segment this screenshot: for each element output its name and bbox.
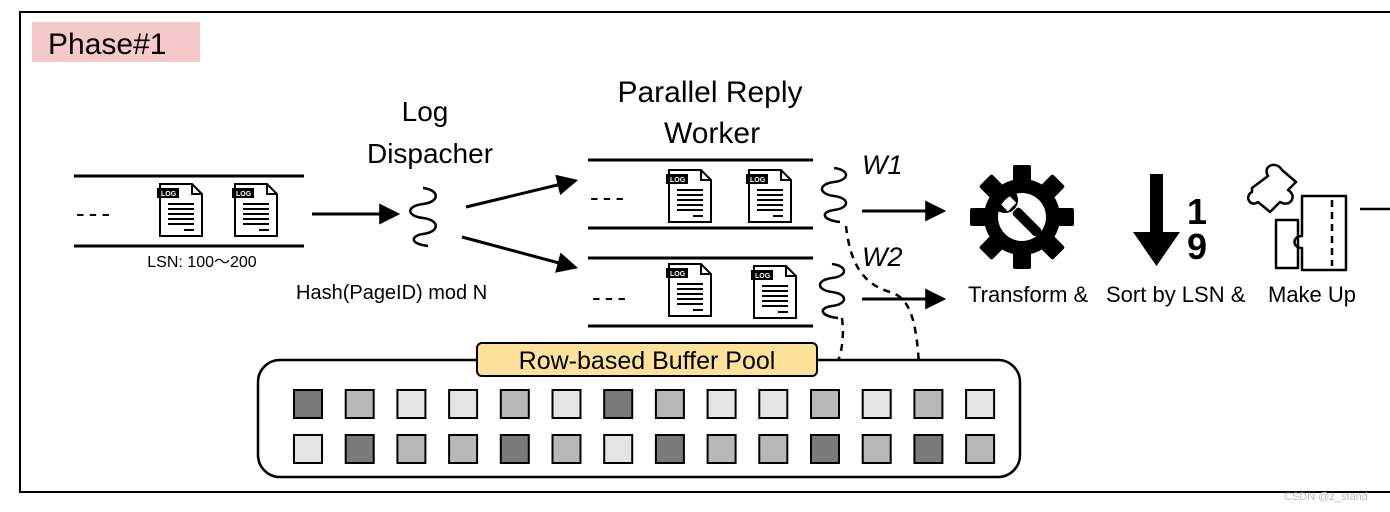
gear-wrench-icon	[970, 165, 1074, 269]
buffer-page-cell	[603, 434, 634, 464]
log-document-icon: LOG	[750, 265, 797, 319]
w1-label: W1	[862, 150, 903, 180]
log-doc-tag: LOG	[236, 191, 252, 198]
dispatcher-title-line1: Log	[402, 96, 449, 127]
buffer-page-cell	[810, 389, 840, 419]
log-document-icon: LOG	[156, 183, 203, 237]
arrow-to-worker-1	[465, 174, 579, 209]
log-doc-tag: LOG	[755, 273, 771, 280]
buffer-pool: Row-based Buffer Pool	[256, 342, 1022, 479]
dashed-arrow-w1-to-buffer	[844, 225, 928, 391]
log-document-icon: LOG	[231, 183, 278, 237]
worker-2-thread-icon	[818, 262, 846, 320]
worker-lane-2-ellipsis: ---	[592, 282, 630, 312]
buffer-page-cell	[396, 389, 427, 419]
workers-title-line2: Worker	[664, 117, 760, 150]
worker-lane-1-ellipsis: ---	[590, 182, 628, 212]
buffer-page-cell	[654, 389, 685, 419]
buffer-page-cell	[551, 389, 582, 419]
phase-frame	[19, 11, 1390, 493]
sort-descending-icon: 1 9	[1133, 174, 1207, 267]
buffer-pool-row-1	[293, 389, 996, 419]
log-doc-tag: LOG	[750, 177, 766, 184]
buffer-page-cell	[551, 434, 582, 464]
w2-label: W2	[862, 242, 903, 272]
worker-lane-1: --- LOG LOG	[588, 158, 813, 230]
workers-title-line1: Parallel Reply	[617, 76, 802, 109]
sort-bottom-digit: 9	[1187, 226, 1207, 267]
buffer-page-cell	[448, 434, 479, 464]
buffer-page-cell	[396, 434, 427, 464]
log-doc-tag: LOG	[670, 271, 686, 278]
dispatcher-thread-icon	[409, 186, 437, 248]
phase-badge: Phase#1	[32, 22, 200, 62]
buffer-page-cell	[965, 434, 996, 464]
log-document-icon: LOG	[665, 263, 712, 317]
log-doc-tag: LOG	[161, 191, 177, 198]
transform-label: Transform &	[968, 282, 1089, 307]
hash-label: Hash(PageID) mod N	[296, 282, 487, 304]
buffer-page-cell	[913, 434, 944, 464]
buffer-page-cell	[810, 434, 840, 464]
buffer-pool-row-2	[293, 434, 996, 464]
buffer-page-cell	[499, 389, 530, 419]
buffer-page-cell	[861, 389, 892, 419]
phase-badge-bg	[32, 22, 200, 62]
buffer-page-cell	[913, 389, 944, 419]
buffer-page-cell	[293, 434, 323, 464]
buffer-page-cell	[861, 434, 892, 464]
buffer-pool-title: Row-based Buffer Pool	[519, 347, 776, 375]
buffer-pool-title-bg	[476, 342, 818, 377]
log-stream: --- LOG LOG LSN: 100～200	[74, 174, 304, 271]
buffer-page-cell	[654, 434, 685, 464]
puzzle-pieces-icon	[1247, 163, 1348, 272]
dispatcher-title-line2: Dispacher	[367, 138, 493, 169]
buffer-page-cell	[965, 389, 996, 419]
buffer-page-cell	[293, 389, 323, 419]
worker-lane-2: --- LOG LOG	[588, 256, 813, 328]
worker-1-thread-icon	[820, 166, 848, 224]
sort-top-digit: 1	[1187, 191, 1207, 232]
buffer-page-cell	[344, 389, 375, 419]
buffer-page-cell	[499, 434, 530, 464]
buffer-page-cell	[706, 434, 737, 464]
sort-label: Sort by LSN &	[1106, 282, 1246, 307]
buffer-page-cell	[758, 434, 789, 464]
buffer-page-cell	[706, 389, 737, 419]
log-document-icon: LOG	[745, 169, 792, 223]
log-document-icon: LOG	[665, 169, 712, 223]
buffer-page-cell	[758, 389, 789, 419]
phase-label: Phase#1	[48, 28, 166, 61]
log-stream-ellipsis: ---	[76, 198, 114, 228]
makeup-label: Make Up	[1268, 282, 1356, 307]
log-doc-tag: LOG	[670, 177, 686, 184]
lsn-range-label: LSN: 100～200	[147, 254, 257, 271]
arrow-to-worker-2	[461, 235, 579, 273]
buffer-page-cell	[344, 434, 375, 464]
watermark: CSDN @z_stand	[1284, 491, 1368, 503]
buffer-page-cell	[448, 389, 479, 419]
buffer-page-cell	[603, 389, 634, 419]
